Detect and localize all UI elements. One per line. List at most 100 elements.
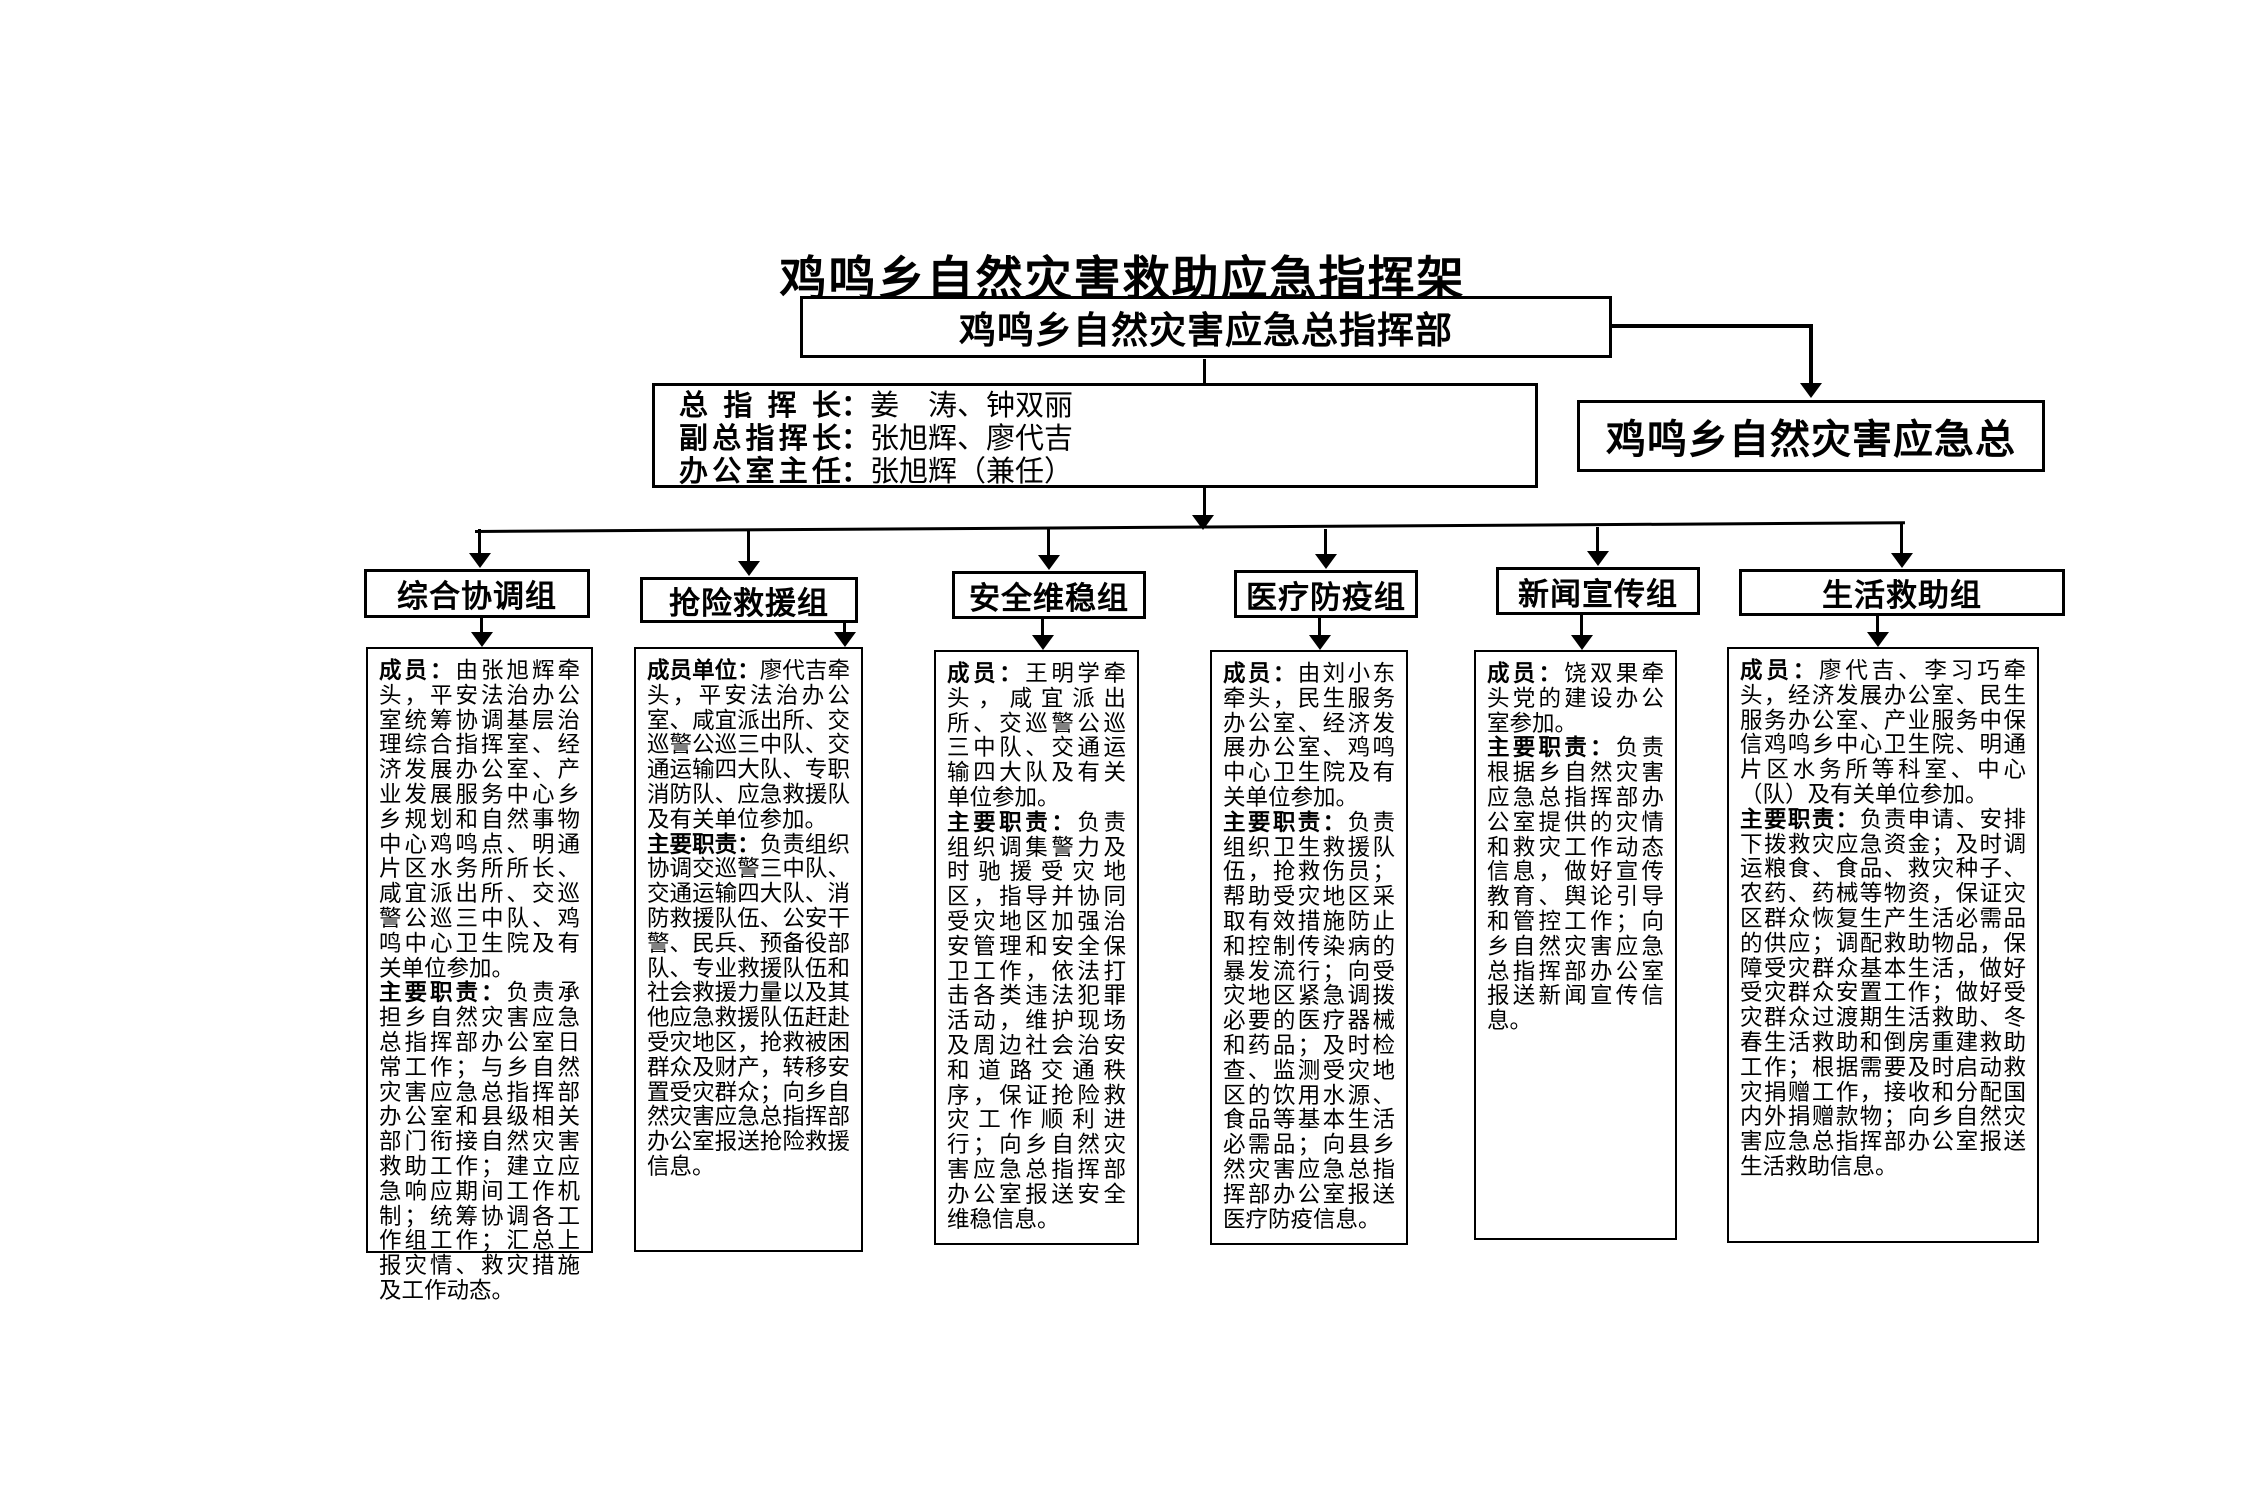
members-text: 饶双果牵头党的建设办公室参加。 [1487,661,1664,736]
members-paragraph: 成员：由刘小东牵头，民生服务办公室、经济发展办公室、鸡鸣中心卫生院及有关单位参加… [1223,661,1395,811]
members-label: 成员： [379,658,456,683]
group-name: 安全维稳组 [969,580,1129,616]
connector-line [1324,529,1327,555]
connector-line [1047,529,1050,556]
members-paragraph: 成员：王明学牵头，咸宜派出所、交巡警公巡三中队、交通运输四大队及有关单位参加。 [947,661,1126,811]
group-name: 抢险救援组 [669,585,829,621]
members-paragraph: 成员：饶双果牵头党的建设办公室参加。 [1487,661,1664,736]
group-label-box: 医疗防疫组 [1234,570,1418,618]
members-paragraph: 成员：廖代吉、李习巧牵头，经济发展办公室、民生服务办公室、产业服务中保信鸡鸣乡中… [1740,658,2026,808]
duties-paragraph: 主要职责：负责申请、安排下拨救灾应急资金；及时调运粮食、食品、救灾种子、农药、药… [1740,806,2026,1180]
duties-text: 负责承担乡自然灾害应急总指挥部办公室日常工作；与乡自然灾害应急总指挥部办公室和县… [379,980,580,1303]
arrow-down-icon [738,561,760,576]
group-name: 综合协调组 [397,579,557,614]
colon: ： [841,390,871,422]
group-label-box: 综合协调组 [364,569,590,618]
connector-line [1318,618,1321,636]
members-text: 由刘小东牵头，民生服务办公室、经济发展办公室、鸡鸣中心卫生院及有关单位参加。 [1223,661,1395,810]
connector-line [1203,488,1206,517]
group-name: 生活救助组 [1822,578,1982,613]
duties-text: 负责组织调集警力及时驰援受灾地区，指导并协同受灾地区加强治安管理和安全保卫工作，… [947,809,1126,1232]
members-text: 由张旭辉牵头，平安法治办公室统筹协调基层治理综合指挥室、经济发展办公室、产业发展… [379,658,580,981]
duties-text: 负责根据乡自然灾害应急总指挥部办公室提供的灾情和救灾工作动态信息，做好宣传教育、… [1487,735,1664,1034]
arrow-down-icon [1038,555,1060,570]
leadership-row: 副总指挥长：张旭辉、廖代吉 [679,423,1525,456]
duties-label: 主要职责： [1487,735,1616,761]
connector-line [478,529,481,554]
leadership-names: 张旭辉、廖代吉 [870,423,1074,455]
duties-text: 负责组织卫生救援队伍，抢救伤员；帮助受灾地区采取有效措施防止和控制传染病的暴发流… [1223,809,1395,1232]
members-text: 廖代吉、李习巧牵头，经济发展办公室、民生服务办公室、产业服务中保信鸡鸣乡中心卫生… [1740,658,2026,807]
group-label-box: 安全维稳组 [952,571,1146,619]
side-command-label: 鸡鸣乡自然灾害应急总 [1606,417,2016,462]
arrow-down-icon [1891,553,1913,568]
headquarters-label: 鸡鸣乡自然灾害应急总指挥部 [959,311,1453,352]
connector-line [1809,324,1813,384]
members-label: 成员： [1223,661,1298,686]
arrow-down-icon [1032,635,1054,650]
members-label: 成员： [947,661,1026,686]
arrow-down-icon [834,632,856,647]
leadership-box: 总指挥长：姜 涛、钟双丽 副总指挥长：张旭辉、廖代吉 办公室主任：张旭辉（兼任） [652,383,1538,488]
connector-line [1876,616,1879,633]
group-label-box: 新闻宣传组 [1496,567,1700,615]
arrow-down-icon [1867,632,1889,647]
leadership-role: 办公室主任 [679,456,841,488]
members-label: 成员： [1740,658,1820,683]
side-command-box: 鸡鸣乡自然灾害应急总 [1577,400,2045,472]
duties-paragraph: 主要职责：负责承担乡自然灾害应急总指挥部办公室日常工作；与乡自然灾害应急总指挥部… [379,980,580,1303]
duties-label: 主要职责： [647,831,760,857]
members-paragraph: 成员：由张旭辉牵头，平安法治办公室统筹协调基层治理综合指挥室、经济发展办公室、产… [379,658,580,981]
arrow-down-icon [1587,551,1609,566]
duties-paragraph: 主要职责：负责组织调集警力及时驰援受灾地区，指导并协同受灾地区加强治安管理和安全… [947,809,1126,1233]
duties-label: 主要职责： [1223,809,1348,835]
duties-label: 主要职责： [1740,806,1860,832]
duties-label: 主要职责： [947,809,1078,835]
arrow-down-icon [1800,383,1822,398]
group-detail-box: 成员：王明学牵头，咸宜派出所、交巡警公巡三中队、交通运输四大队及有关单位参加。 … [934,650,1139,1245]
leadership-role: 总指挥长 [679,390,841,422]
duties-text: 负责组织协调交巡警三中队、交通运输四大队、消防救援队伍、公安干警、民兵、预备役部… [647,831,850,1179]
duties-label: 主要职责： [379,980,507,1006]
group-detail-box: 成员单位：廖代吉牵头，平安法治办公室、咸宜派出所、交巡警公巡三中队、交通运输四大… [634,647,863,1252]
members-text: 廖代吉牵头，平安法治办公室、咸宜派出所、交巡警公巡三中队、交通运输四大队、专职消… [647,658,850,832]
members-paragraph: 成员单位：廖代吉牵头，平安法治办公室、咸宜派出所、交巡警公巡三中队、交通运输四大… [647,658,850,833]
group-detail-box: 成员：廖代吉、李习巧牵头，经济发展办公室、民生服务办公室、产业服务中保信鸡鸣乡中… [1727,647,2039,1243]
duties-text: 负责申请、安排下拨救灾应急资金；及时调运粮食、食品、救灾种子、农药、药械等物资，… [1740,806,2026,1179]
connector-line [480,618,483,633]
arrow-down-icon [469,553,491,568]
connector-line [1203,359,1206,384]
group-detail-box: 成员：饶双果牵头党的建设办公室参加。 主要职责：负责根据乡自然灾害应急总指挥部办… [1474,650,1677,1240]
members-label: 成员： [1487,661,1565,686]
group-name: 新闻宣传组 [1518,576,1678,612]
connector-line [1041,619,1044,636]
members-text: 王明学牵头，咸宜派出所、交巡警公巡三中队、交通运输四大队及有关单位参加。 [947,661,1126,810]
duties-paragraph: 主要职责：负责根据乡自然灾害应急总指挥部办公室提供的灾情和救灾工作动态信息，做好… [1487,735,1664,1034]
arrow-down-icon [471,632,493,647]
connector-line [747,529,750,562]
leadership-row: 总指挥长：姜 涛、钟双丽 [679,390,1525,423]
group-label-box: 生活救助组 [1739,569,2065,616]
leadership-names: 张旭辉（兼任） [870,456,1074,488]
duties-paragraph: 主要职责：负责组织卫生救援队伍，抢救伤员；帮助受灾地区采取有效措施防止和控制传染… [1223,809,1395,1233]
colon: ： [841,456,871,488]
connector-line [474,521,1905,533]
connector-line [843,623,846,633]
group-detail-box: 成员：由刘小东牵头，民生服务办公室、经济发展办公室、鸡鸣中心卫生院及有关单位参加… [1210,650,1408,1245]
group-name: 医疗防疫组 [1246,579,1406,615]
group-detail-box: 成员：由张旭辉牵头，平安法治办公室统筹协调基层治理综合指挥室、经济发展办公室、产… [366,647,593,1303]
leadership-names: 姜 涛、钟双丽 [870,390,1074,422]
group-label-box: 抢险救援组 [640,577,858,623]
connector-line [1580,615,1583,636]
arrow-down-icon [1571,635,1593,650]
connector-line [1611,324,1812,328]
connector-line [1596,527,1599,552]
colon: ： [841,423,871,455]
leadership-row: 办公室主任：张旭辉（兼任） [679,456,1525,489]
duties-paragraph: 主要职责：负责组织协调交巡警三中队、交通运输四大队、消防救援队伍、公安干警、民兵… [647,831,850,1180]
leadership-role: 副总指挥长 [679,423,841,455]
connector-line [1900,524,1903,554]
arrow-down-icon [1315,554,1337,569]
members-label: 成员单位： [647,658,760,683]
